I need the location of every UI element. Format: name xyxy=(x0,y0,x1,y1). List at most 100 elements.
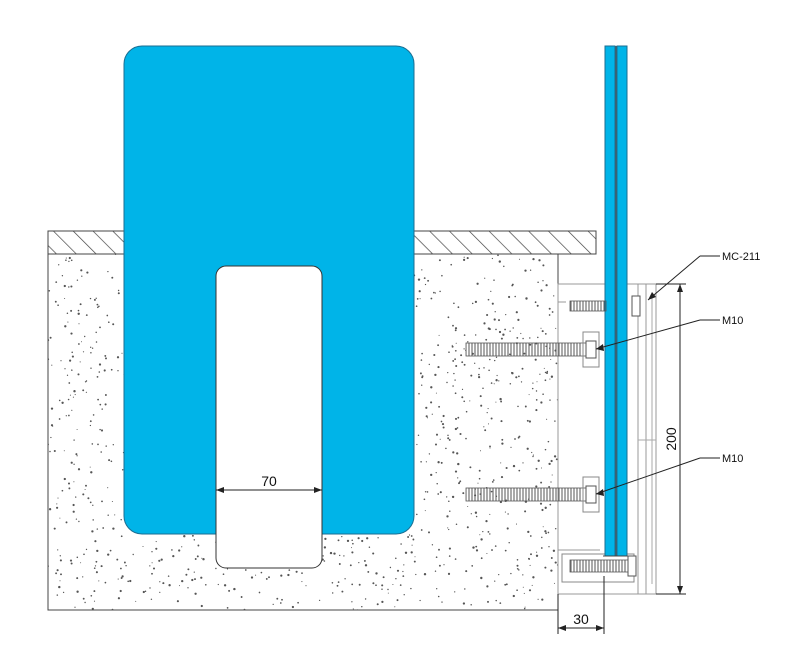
concrete-speck xyxy=(68,260,70,263)
concrete-speck xyxy=(512,464,516,468)
concrete-speck xyxy=(454,349,457,352)
concrete-speck xyxy=(529,564,531,566)
concrete-speck xyxy=(553,455,556,457)
concrete-speck xyxy=(120,577,123,579)
concrete-speck xyxy=(518,258,521,260)
concrete-speck xyxy=(534,358,537,361)
concrete-speck xyxy=(73,481,75,483)
concrete-speck xyxy=(82,351,85,353)
concrete-speck xyxy=(531,584,533,586)
concrete-speck xyxy=(490,290,492,293)
concrete-speck xyxy=(82,597,85,600)
concrete-speck xyxy=(437,461,440,464)
concrete-speck xyxy=(364,564,368,567)
concrete-speck xyxy=(524,606,526,608)
concrete-speck xyxy=(425,415,428,418)
concrete-speck xyxy=(79,303,82,306)
concrete-speck xyxy=(423,573,427,576)
concrete-speck xyxy=(112,527,115,530)
concrete-speck xyxy=(551,311,554,313)
concrete-speck xyxy=(437,493,440,495)
concrete-speck xyxy=(528,420,532,423)
concrete-speck xyxy=(455,342,457,344)
concrete-speck xyxy=(67,482,71,485)
concrete-speck xyxy=(117,370,119,372)
concrete-speck xyxy=(159,581,161,583)
concrete-speck xyxy=(541,536,543,539)
concrete-speck xyxy=(537,598,539,600)
concrete-speck xyxy=(428,531,430,534)
concrete-speck xyxy=(454,591,456,593)
concrete-speck xyxy=(463,334,466,336)
concrete-speck xyxy=(202,558,205,561)
concrete-speck xyxy=(117,597,121,600)
concrete-speck xyxy=(438,548,440,551)
concrete-speck xyxy=(435,392,437,394)
concrete-speck xyxy=(529,269,532,271)
concrete-speck xyxy=(403,564,405,566)
concrete-speck xyxy=(516,336,519,339)
concrete-speck xyxy=(421,384,423,386)
concrete-speck xyxy=(528,589,532,592)
concrete-speck xyxy=(480,538,483,541)
concrete-speck xyxy=(541,598,544,601)
callout-bolt-upper: M10 xyxy=(595,315,743,351)
concrete-speck xyxy=(420,461,422,463)
concrete-speck xyxy=(447,527,449,529)
concrete-speck xyxy=(60,573,62,576)
concrete-speck xyxy=(551,474,553,476)
concrete-speck xyxy=(438,259,441,262)
concrete-speck xyxy=(78,520,80,523)
concrete-speck xyxy=(69,394,71,396)
concrete-speck xyxy=(75,518,78,520)
concrete-speck xyxy=(505,583,508,586)
concrete-speck xyxy=(448,351,450,354)
concrete-speck xyxy=(545,532,547,535)
concrete-speck xyxy=(295,570,298,573)
concrete-speck xyxy=(448,555,451,557)
concrete-speck xyxy=(508,541,510,544)
concrete-speck xyxy=(375,572,378,575)
concrete-speck xyxy=(375,584,377,587)
concrete-speck xyxy=(430,386,433,389)
concrete-speck xyxy=(403,594,405,596)
concrete-speck xyxy=(550,358,552,361)
concrete-speck xyxy=(415,305,418,308)
concrete-speck xyxy=(463,348,465,350)
concrete-speck xyxy=(526,419,529,422)
concrete-speck xyxy=(517,318,520,322)
concrete-speck xyxy=(489,445,491,448)
concrete-speck xyxy=(544,332,547,335)
concrete-speck xyxy=(121,575,124,578)
concrete-speck xyxy=(48,443,49,446)
concrete-speck xyxy=(281,598,283,601)
concrete-speck xyxy=(185,573,188,576)
concrete-speck xyxy=(361,605,363,608)
concrete-speck xyxy=(116,558,119,561)
concrete-speck xyxy=(117,292,120,295)
concrete-speck xyxy=(87,497,90,500)
concrete-speck xyxy=(518,375,520,378)
concrete-speck xyxy=(452,324,454,327)
concrete-speck xyxy=(483,367,485,369)
concrete-speck xyxy=(142,590,145,594)
concrete-speck xyxy=(71,355,74,358)
concrete-speck xyxy=(99,428,101,431)
concrete-speck xyxy=(343,555,345,557)
concrete-speck xyxy=(155,547,158,550)
concrete-speck xyxy=(361,539,364,543)
concrete-speck xyxy=(70,461,73,464)
concrete-speck xyxy=(48,290,51,292)
concrete-speck xyxy=(470,604,472,606)
concrete-speck xyxy=(438,564,441,567)
concrete-speck xyxy=(200,604,203,608)
concrete-speck xyxy=(61,489,64,492)
concrete-speck xyxy=(487,408,489,410)
concrete-speck xyxy=(500,420,503,423)
concrete-speck xyxy=(367,570,370,573)
concrete-speck xyxy=(200,576,203,579)
concrete-speck xyxy=(487,423,490,425)
concrete-speck xyxy=(120,535,123,538)
concrete-speck xyxy=(258,591,261,594)
